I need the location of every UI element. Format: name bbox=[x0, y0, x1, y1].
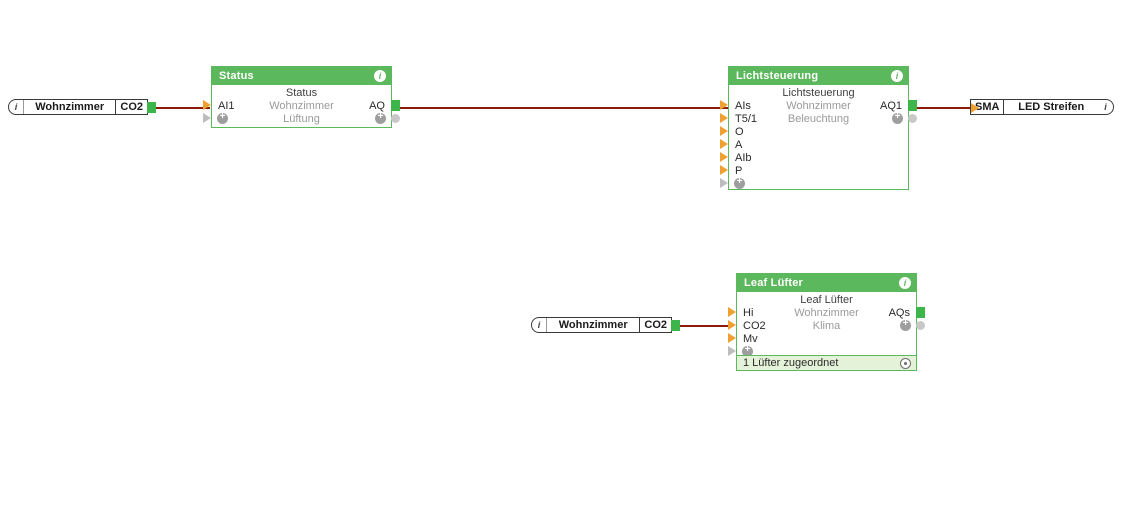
info-icon[interactable]: i bbox=[374, 70, 386, 82]
connector-output-nub[interactable] bbox=[671, 320, 680, 331]
wire-co2-to-status[interactable] bbox=[148, 107, 210, 109]
info-icon[interactable]: i bbox=[891, 70, 903, 82]
input-label: Mv bbox=[743, 332, 758, 345]
block-center-line: Wohnzimmer bbox=[786, 99, 851, 112]
add-output-icon[interactable] bbox=[900, 320, 911, 331]
info-icon[interactable]: i bbox=[899, 277, 911, 289]
connector-prefix: SMA bbox=[975, 101, 1000, 113]
block-row: AIs Wohnzimmer AQ1 bbox=[720, 99, 917, 112]
connector-tag: CO2 bbox=[639, 318, 671, 332]
block-row: AIb bbox=[720, 151, 908, 164]
block-row: O bbox=[720, 125, 908, 138]
block-row: A bbox=[720, 138, 908, 151]
input-port-mv[interactable] bbox=[728, 333, 736, 343]
block-row: AI1 Wohnzimmer AQ bbox=[203, 99, 400, 112]
block-row: Mv bbox=[728, 332, 916, 345]
output-label: AQ1 bbox=[879, 99, 902, 112]
connector-tag: CO2 bbox=[115, 100, 147, 114]
input-label: Hi bbox=[743, 306, 754, 319]
output-port-placeholder[interactable] bbox=[391, 114, 400, 123]
block-body: AI1 Wohnzimmer AQ Lüftung bbox=[203, 99, 400, 125]
input-label: AI1 bbox=[218, 99, 235, 112]
block-row-add bbox=[728, 345, 916, 358]
add-input-icon[interactable] bbox=[742, 346, 753, 357]
connector-source-co2-top[interactable]: i Wohnzimmer CO2 bbox=[8, 99, 148, 115]
block-row: Hi Wohnzimmer AQs bbox=[728, 306, 925, 319]
info-icon[interactable]: i bbox=[1104, 102, 1107, 112]
input-port-ai1[interactable] bbox=[203, 100, 211, 110]
block-center-line: Klima bbox=[812, 319, 841, 332]
input-label: CO2 bbox=[743, 319, 766, 332]
connector-name: LED Streifen bbox=[1003, 100, 1098, 114]
block-row-add bbox=[720, 177, 908, 190]
block-row-add: Lüftung bbox=[203, 112, 400, 125]
add-output-icon[interactable] bbox=[375, 113, 386, 124]
footer-label: 1 Lüfter zugeordnet bbox=[743, 357, 839, 369]
input-label: AIb bbox=[735, 151, 752, 164]
block-status[interactable]: Status i Status AI1 Wohnzimmer AQ Lüftun… bbox=[203, 66, 400, 128]
wire-co2-to-leaf-luefter[interactable] bbox=[673, 325, 728, 327]
output-label: AQs bbox=[888, 306, 910, 319]
input-port-placeholder[interactable] bbox=[720, 178, 728, 188]
add-input-icon[interactable] bbox=[734, 178, 745, 189]
output-port-aq[interactable] bbox=[391, 100, 400, 111]
connector-name: Wohnzimmer bbox=[558, 319, 628, 331]
output-port-aq1[interactable] bbox=[908, 100, 917, 111]
input-port-placeholder[interactable] bbox=[203, 113, 211, 123]
block-leaf-luefter[interactable]: Leaf Lüfter i Leaf Lüfter Hi Wohnzimmer … bbox=[728, 273, 925, 371]
block-row: P bbox=[720, 164, 908, 177]
output-label: AQ bbox=[369, 99, 385, 112]
input-port-aib[interactable] bbox=[720, 152, 728, 162]
input-port-placeholder[interactable] bbox=[728, 346, 736, 356]
info-icon[interactable]: i bbox=[9, 100, 24, 114]
input-port-t5-1[interactable] bbox=[720, 113, 728, 123]
connector-output-nub[interactable] bbox=[147, 102, 156, 113]
wire-status-to-lichtsteuerung[interactable] bbox=[392, 107, 728, 109]
wire-lichtsteuerung-to-led[interactable] bbox=[910, 107, 972, 109]
block-center-line: Wohnzimmer bbox=[794, 306, 859, 319]
block-header[interactable]: Leaf Lüfter i bbox=[737, 274, 916, 292]
block-center-line: Wohnzimmer bbox=[269, 99, 334, 112]
input-label: AIs bbox=[735, 99, 751, 112]
block-lichtsteuerung[interactable]: Lichtsteuerung i Lichtsteuerung AIs Wohn… bbox=[720, 66, 917, 190]
output-port-placeholder[interactable] bbox=[908, 114, 917, 123]
input-port-a[interactable] bbox=[720, 139, 728, 149]
block-header[interactable]: Status i bbox=[212, 67, 391, 85]
input-label: P bbox=[735, 164, 743, 177]
input-label: T5/1 bbox=[735, 112, 758, 125]
block-subtitle: Status bbox=[285, 87, 318, 99]
block-header[interactable]: Lichtsteuerung i bbox=[729, 67, 908, 85]
input-port-p[interactable] bbox=[720, 165, 728, 175]
add-input-icon[interactable] bbox=[217, 113, 228, 124]
block-row: T5/1 Beleuchtung bbox=[720, 112, 917, 125]
block-subtitle: Lichtsteuerung bbox=[782, 87, 855, 99]
input-label: O bbox=[735, 125, 744, 138]
connector-input-arrow[interactable] bbox=[971, 103, 979, 113]
input-port-ais[interactable] bbox=[720, 100, 728, 110]
block-row: CO2 Klima bbox=[728, 319, 925, 332]
block-title: Lichtsteuerung bbox=[736, 70, 819, 82]
input-port-o[interactable] bbox=[720, 126, 728, 136]
output-port-aqs[interactable] bbox=[916, 307, 925, 318]
block-body: AIs Wohnzimmer AQ1 T5/1 Beleuchtung O A bbox=[720, 99, 917, 190]
input-port-co2[interactable] bbox=[728, 320, 736, 330]
block-title: Leaf Lüfter bbox=[744, 277, 804, 289]
add-output-icon[interactable] bbox=[892, 113, 903, 124]
input-label: A bbox=[735, 138, 743, 151]
target-icon[interactable] bbox=[900, 357, 911, 369]
info-icon[interactable]: i bbox=[532, 318, 547, 332]
block-body: Hi Wohnzimmer AQs CO2 Klima Mv bbox=[728, 306, 925, 358]
block-footer[interactable]: 1 Lüfter zugeordnet bbox=[737, 355, 916, 370]
connector-name: Wohnzimmer bbox=[35, 101, 105, 113]
block-center-line: Beleuchtung bbox=[787, 112, 850, 125]
output-port-placeholder[interactable] bbox=[916, 321, 925, 330]
connector-source-co2-bottom[interactable]: i Wohnzimmer CO2 bbox=[531, 317, 672, 333]
block-title: Status bbox=[219, 70, 254, 82]
input-port-hi[interactable] bbox=[728, 307, 736, 317]
connector-target-led[interactable]: SMA LED Streifen i bbox=[970, 99, 1114, 115]
block-center-line: Lüftung bbox=[283, 112, 320, 125]
block-subtitle: Leaf Lüfter bbox=[800, 294, 853, 306]
